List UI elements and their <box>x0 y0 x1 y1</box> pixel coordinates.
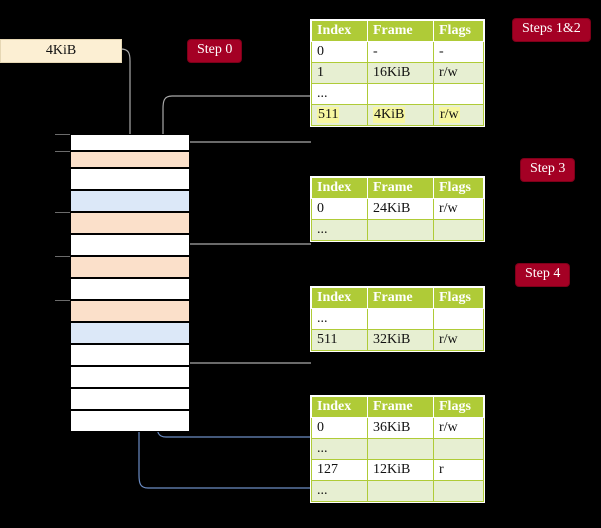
memory-frame-row <box>70 322 190 344</box>
highlighted-value: r/w <box>439 107 460 123</box>
table-cell-frame <box>367 83 434 105</box>
table-cell-frame: 16KiB <box>367 62 434 84</box>
table-header-index: Index <box>311 287 368 309</box>
table-cell-frame: 4KiB <box>367 104 434 126</box>
table-header-frame: Frame <box>367 287 434 309</box>
table-cell-frame: 24KiB <box>367 198 434 220</box>
table-cell-flags: r/w <box>433 62 484 84</box>
memory-scale-tick <box>55 134 70 135</box>
memory-frame-row <box>70 344 190 366</box>
table-cell-index: ... <box>311 308 368 330</box>
table-cell-flags: r/w <box>433 104 484 126</box>
table-row: ... <box>311 219 484 241</box>
memory-frame-row <box>70 278 190 300</box>
table-cell-index: ... <box>311 438 368 460</box>
table-row: 0-- <box>311 41 484 63</box>
table-header-flags: Flags <box>433 20 484 42</box>
table-row: ... <box>311 438 484 460</box>
table-cell-index: 511 <box>311 329 368 351</box>
table-cell-index: ... <box>311 83 368 105</box>
memory-frame-row <box>70 134 190 151</box>
table-header-index: Index <box>311 177 368 199</box>
table-header-frame: Frame <box>367 20 434 42</box>
table-cell-index: 0 <box>311 417 368 439</box>
table-cell-index: 0 <box>311 198 368 220</box>
table-cell-flags <box>433 438 484 460</box>
memory-frame-row <box>70 300 190 322</box>
table-header-flags: Flags <box>433 396 484 418</box>
memory-frame-row <box>70 366 190 388</box>
table-header-index: Index <box>311 20 368 42</box>
table-header-frame: Frame <box>367 177 434 199</box>
table-cell-index: 1 <box>311 62 368 84</box>
table-cell-frame <box>367 219 434 241</box>
memory-frame-row <box>70 151 190 168</box>
table-cell-frame: 36KiB <box>367 417 434 439</box>
memory-scale-tick <box>55 256 70 257</box>
wire-l0-row511-to-frame <box>175 141 311 163</box>
memory-frame-row <box>70 212 190 234</box>
table-cell-index: ... <box>311 219 368 241</box>
memory-scale-tick <box>55 151 70 152</box>
table-cell-flags: r/w <box>433 417 484 439</box>
table-header-index: Index <box>311 396 368 418</box>
step-badge: Step 3 <box>521 159 575 181</box>
source-frame-box: 4KiB <box>0 39 122 63</box>
memory-frame-row <box>70 234 190 256</box>
memory-frame-row <box>70 256 190 278</box>
memory-frame-row <box>70 190 190 212</box>
table-cell-flags: - <box>433 41 484 63</box>
table-row: ... <box>311 83 484 105</box>
table-cell-flags: r/w <box>433 329 484 351</box>
highlighted-value: 4KiB <box>373 107 406 123</box>
table-cell-flags: r <box>433 459 484 481</box>
table-cell-frame: 12KiB <box>367 459 434 481</box>
step-badge: Step 0 <box>188 40 242 62</box>
table-cell-flags <box>433 308 484 330</box>
table-row: ... <box>311 480 484 502</box>
table-cell-flags: r/w <box>433 198 484 220</box>
wire-l1-row0-to-frame <box>173 243 311 267</box>
table-cell-flags <box>433 83 484 105</box>
table-row: ... <box>311 308 484 330</box>
table-cell-flags <box>433 480 484 502</box>
table-cell-frame <box>367 480 434 502</box>
table-cell-frame: 32KiB <box>367 329 434 351</box>
table-row: 511 4KiB r/w <box>311 104 484 126</box>
memory-scale-tick <box>55 212 70 213</box>
table-cell-frame: - <box>367 41 434 63</box>
table-cell-index: 127 <box>311 459 368 481</box>
table-header-frame: Frame <box>367 396 434 418</box>
step-badge: Steps 1&2 <box>513 19 590 41</box>
table-cell-index: ... <box>311 480 368 502</box>
highlighted-value: 511 <box>317 107 340 123</box>
table-cell-index: 511 <box>311 104 368 126</box>
memory-frame-row <box>70 168 190 190</box>
table-cell-frame <box>367 308 434 330</box>
source-frame-label: 4KiB <box>45 43 77 58</box>
table-cell-frame <box>367 438 434 460</box>
table-cell-flags <box>433 219 484 241</box>
table-cell-index: 0 <box>311 41 368 63</box>
memory-scale-tick <box>55 300 70 301</box>
physical-memory-column <box>55 134 190 432</box>
table-header-flags: Flags <box>433 177 484 199</box>
memory-frame-row <box>70 410 190 432</box>
table-header-flags: Flags <box>433 287 484 309</box>
memory-frame-row <box>70 388 190 410</box>
step-badge: Step 4 <box>516 264 570 286</box>
